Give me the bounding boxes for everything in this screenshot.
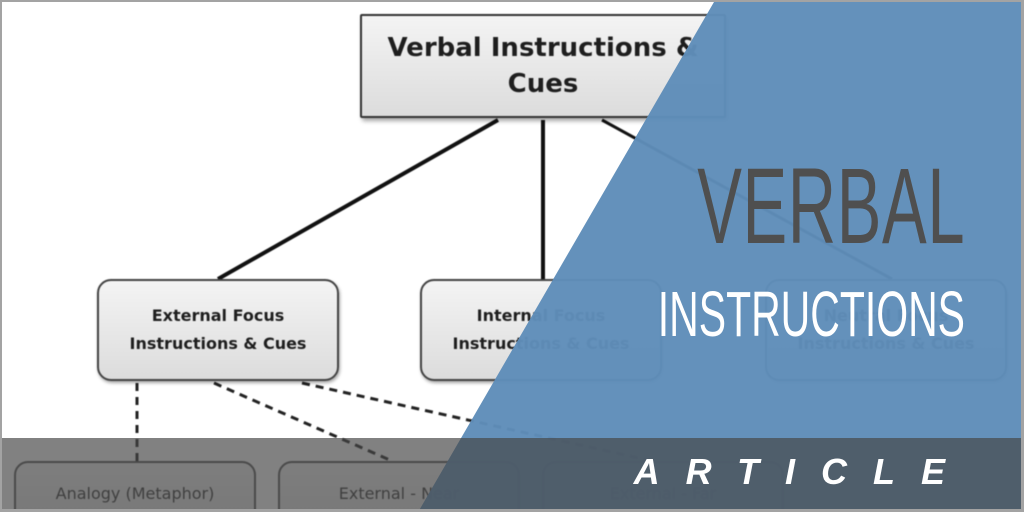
- diagram-node-external-focus: External Focus Instructions & Cues: [97, 279, 339, 381]
- diagram-root-node: Verbal Instructions & Cues: [360, 14, 726, 118]
- title-line-1: VERBAL: [697, 145, 965, 266]
- title-line-2: INSTRUCTIONS: [657, 278, 965, 350]
- category-label: ARTICLE: [633, 451, 971, 492]
- category-bar: [2, 438, 1021, 509]
